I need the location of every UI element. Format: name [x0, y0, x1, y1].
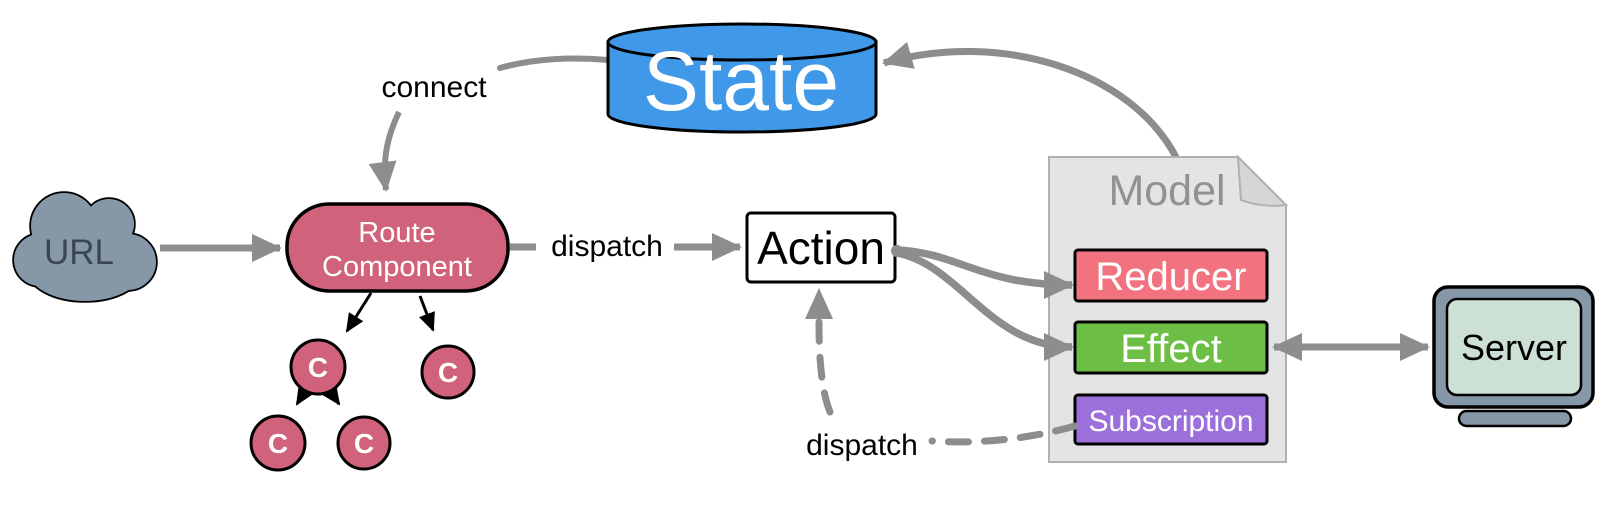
server-monitor-screen — [1445, 297, 1583, 397]
edge-subscription-dispatch-dashed-up — [815, 318, 834, 416]
model-node: Model — [1048, 154, 1289, 463]
component-circle-1 — [289, 338, 347, 396]
subscription-box — [1073, 393, 1269, 446]
url-cloud-fill — [14, 193, 156, 301]
model-document-fold — [1236, 154, 1289, 207]
state-node: State — [606, 22, 878, 134]
effect-node: Effect — [1073, 320, 1269, 375]
reducer-node: Reducer — [1073, 248, 1269, 303]
subscription-node: Subscription — [1073, 393, 1269, 446]
component-c-label-1: C — [308, 352, 328, 383]
dispatch-label-subscription: dispatch — [806, 429, 918, 462]
edge-subscription-dispatch-dashed-right — [928, 422, 1079, 446]
component-tree: C C C C — [249, 292, 476, 472]
route-component-label-line1: Route — [358, 217, 435, 249]
effect-label: Effect — [1120, 327, 1222, 371]
component-c-label-4: C — [354, 428, 374, 459]
reducer-box — [1073, 248, 1269, 303]
edge-action-to-reducer — [896, 246, 1074, 299]
model-label: Model — [1108, 167, 1225, 215]
reducer-label: Reducer — [1095, 255, 1246, 299]
url-label: URL — [44, 233, 114, 272]
server-label: Server — [1461, 327, 1567, 368]
route-component-label-line2: Component — [322, 251, 472, 283]
action-label: Action — [757, 222, 885, 274]
edge-route-child-left — [345, 292, 373, 333]
edge-child-grandchild-right — [322, 385, 341, 406]
component-circle-labels: C C C C — [268, 352, 458, 459]
edge-child-grandchild-left — [295, 385, 314, 406]
component-c-label-3: C — [268, 428, 288, 459]
state-cylinder-top — [606, 22, 878, 62]
dispatch-label-route: dispatch — [551, 230, 663, 263]
dashed-dispatch-arrowhead — [805, 288, 833, 319]
edge-connect-line — [497, 55, 611, 71]
component-circle-3 — [249, 414, 307, 472]
state-label: State — [643, 34, 839, 128]
connect-label: connect — [381, 71, 487, 104]
route-component-node: Route Component — [285, 202, 510, 293]
component-circle-4 — [336, 415, 392, 471]
component-c-label-2: C — [438, 357, 458, 388]
component-circle-2 — [420, 344, 476, 400]
edge-model-to-state — [882, 41, 1180, 159]
edge-action-to-effect — [896, 249, 1074, 361]
effect-box — [1073, 320, 1269, 375]
server-monitor-stand — [1457, 409, 1573, 428]
state-cylinder-body — [606, 40, 878, 134]
url-cloud-node: URL — [12, 191, 158, 303]
component-circles — [249, 338, 476, 472]
route-component-box — [285, 202, 510, 293]
action-node: Action — [745, 211, 897, 284]
server-node: Server — [1432, 285, 1595, 428]
subscription-label: Subscription — [1088, 405, 1253, 438]
edge-route-child-right — [418, 295, 435, 332]
component-tree-edges — [295, 292, 435, 406]
edge-connect-arrow — [368, 110, 402, 192]
